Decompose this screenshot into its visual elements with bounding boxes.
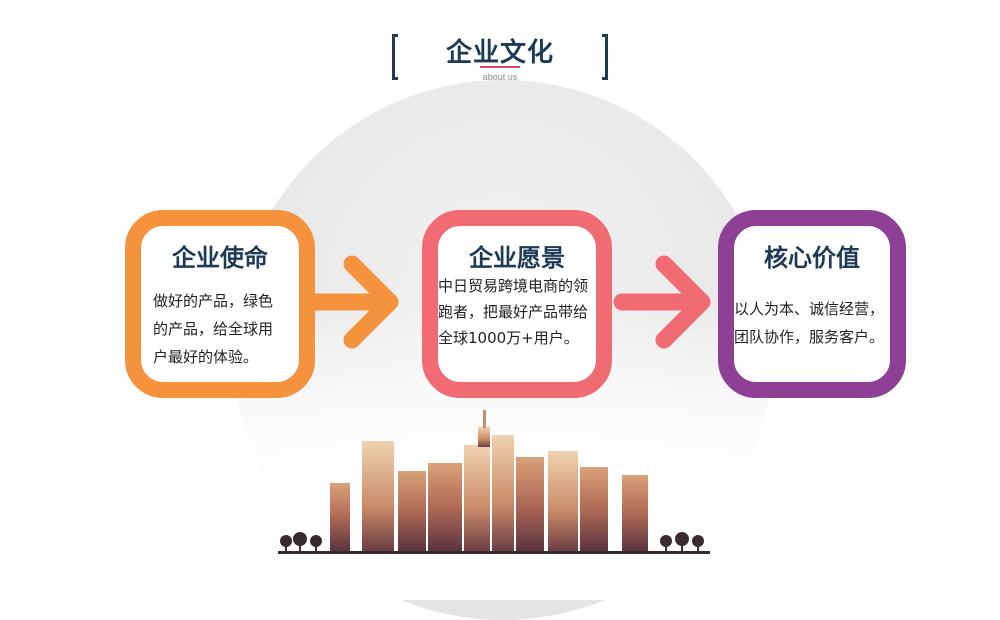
section-title: 企业文化 xyxy=(445,38,554,68)
arrow-right-icon xyxy=(613,255,711,349)
title-underline xyxy=(480,66,520,68)
city-skyline-illustration xyxy=(278,410,710,554)
mission-text: 做好的产品，绿色的产品，给全球用户最好的体验。 xyxy=(153,292,274,366)
section-header: 企业文化 about us xyxy=(390,30,610,85)
vision-card: 企业愿景 中日贸易跨境电商的领跑者，把最好产品带给全球1000万+用户。 xyxy=(422,210,612,398)
right-bracket-decoration xyxy=(602,34,608,80)
mission-title: 企业使命 xyxy=(172,244,268,272)
section-subtitle: about us xyxy=(482,72,518,82)
core-values-card: 核心价值 以人为本、诚信经营，团队协作，服务客户。 xyxy=(718,210,906,398)
vision-text: 中日贸易跨境电商的领跑者，把最好产品带给全球1000万+用户。 xyxy=(438,277,589,347)
core-values-title: 核心价值 xyxy=(764,244,860,272)
mission-card: 企业使命 做好的产品，绿色的产品，给全球用户最好的体验。 xyxy=(125,210,315,398)
arrow-right-icon xyxy=(301,255,399,349)
left-bracket-decoration xyxy=(392,34,398,80)
vision-title: 企业愿景 xyxy=(469,244,565,272)
core-values-text: 以人为本、诚信经营，团队协作，服务客户。 xyxy=(734,300,885,346)
